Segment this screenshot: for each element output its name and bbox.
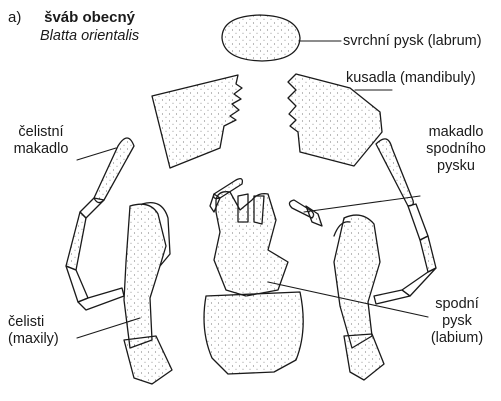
label-labium: spodní pysk (labium) [424,296,490,347]
label-maxillary-palp-line: makadlo [8,141,74,158]
left-maxilla-shape [124,203,172,384]
leader-line-maxillary-palp [77,148,116,160]
common-name-title: šváb obecný [40,9,139,27]
label-labial-palp-line: makadlo [420,124,492,141]
left-maxillary-palp-shape [66,138,134,310]
label-labium-line: (labium) [424,330,490,347]
label-mandibles: kusadla (mandibuly) [346,70,476,87]
left-mandible-shape [152,75,242,168]
label-labrum: svrchní pysk (labrum) [343,33,482,50]
right-labial-palp-shape [289,200,322,226]
label-labium-line: spodní [424,296,490,313]
label-labial-palp: makadlo spodního pysku [420,124,492,175]
label-maxillae-line: čelisti [8,314,59,331]
label-maxillary-palp: čelistní makadlo [8,124,74,158]
label-labial-palp-line: pysku [420,158,492,175]
label-labial-palp-line: spodního [420,141,492,158]
panel-letter: a) [8,9,21,26]
label-maxillae: čelisti (maxily) [8,314,59,348]
label-maxillae-line: (maxily) [8,331,59,348]
leader-line-labial-palp [304,196,420,212]
labium-shape [204,192,303,374]
label-maxillary-palp-line: čelistní [8,124,74,141]
right-mandible-shape [288,74,382,166]
labrum-shape [222,15,300,61]
figure-title: šváb obecný Blatta orientalis [40,9,139,45]
latin-name-title: Blatta orientalis [40,27,139,45]
label-labium-line: pysk [424,313,490,330]
